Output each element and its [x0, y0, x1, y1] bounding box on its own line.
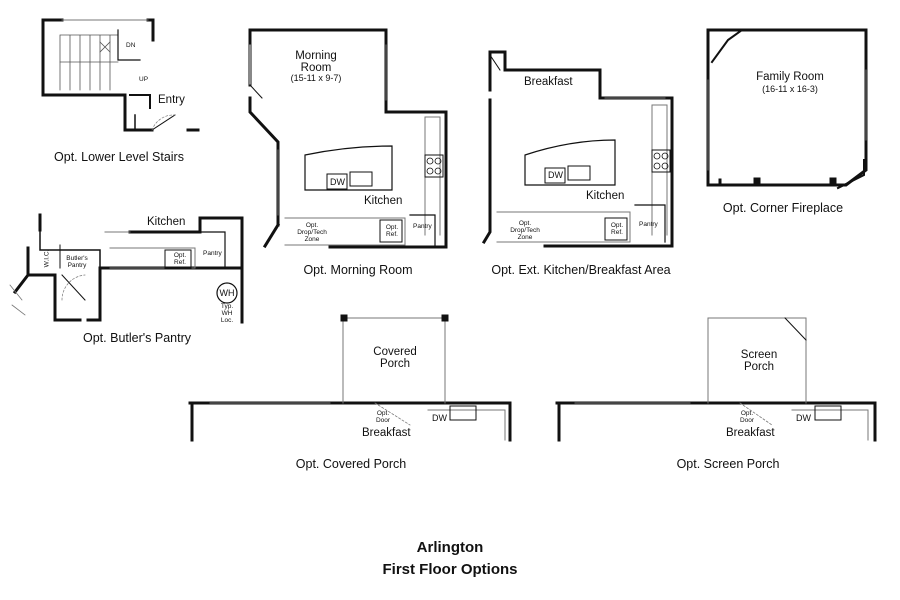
fireplace-plan — [706, 28, 868, 190]
plan-name: Arlington — [416, 539, 484, 556]
room-label-morning-l2: Room — [300, 62, 332, 74]
ref-label-butlers: Opt. Ref. — [173, 252, 187, 266]
stairs-dn-label: DN — [126, 42, 136, 49]
sheet-title: First Floor Options — [382, 561, 518, 578]
pantry-label-butlers: Pantry — [203, 250, 222, 257]
morning-room-dims: (15-11 x 9-7) — [290, 73, 342, 83]
typ-wh-label: Typ. WH Loc. — [220, 303, 234, 324]
porch-label-covered-l2: Porch — [379, 358, 411, 370]
ref-label-ext: Opt. Ref. — [610, 222, 624, 236]
room-label-breakfast-ext: Breakfast — [524, 76, 573, 88]
stairs-up-label: UP — [139, 76, 149, 83]
ext-kitchen-plan — [481, 50, 674, 248]
wh-label: WH — [219, 288, 235, 298]
porch-label-screen: Screen — [740, 349, 778, 361]
door-label-covered: Opt. Door — [375, 410, 391, 424]
covered-porch-plan — [188, 314, 512, 442]
room-label-breakfast-covered: Breakfast — [362, 427, 411, 439]
room-label-morning: Morning — [295, 50, 337, 62]
caption-butlers-pantry: Opt. Butler's Pantry — [83, 331, 191, 345]
screen-porch-plan — [555, 317, 877, 442]
lower-stairs-plan — [41, 18, 200, 132]
morning-room-plan — [248, 28, 448, 249]
room-label-kitchen-morning: Kitchen — [364, 195, 403, 207]
dw-label-screen: DW — [796, 413, 811, 423]
dw-label-ext: DW — [548, 170, 563, 180]
dw-label-covered: DW — [432, 413, 447, 423]
pantry-label-ext: Pantry — [639, 221, 658, 228]
room-label-kitchen-butlers: Kitchen — [147, 216, 186, 228]
porch-label-screen-l2: Porch — [743, 361, 775, 373]
room-label-entry: Entry — [158, 94, 185, 106]
caption-covered-porch: Opt. Covered Porch — [295, 457, 407, 471]
pantry-label-morning: Pantry — [413, 223, 432, 230]
porch-label-covered: Covered — [373, 346, 417, 358]
caption-ext-kitchen: Opt. Ext. Kitchen/Breakfast Area — [491, 263, 671, 277]
caption-morning-room: Opt. Morning Room — [303, 263, 413, 277]
dw-label-morning: DW — [330, 177, 345, 187]
room-label-breakfast-screen: Breakfast — [726, 427, 775, 439]
drop-tech-label-ext: Opt. Drop/Tech Zone — [510, 220, 540, 241]
room-label-kitchen-ext: Kitchen — [586, 190, 625, 202]
butlers-pantry-label: Butler's Pantry — [66, 255, 88, 269]
caption-lower-stairs: Opt. Lower Level Stairs — [54, 150, 184, 164]
drop-tech-label-morning: Opt. Drop/Tech Zone — [297, 222, 327, 243]
butlers-pantry-plan — [9, 213, 244, 324]
caption-fireplace: Opt. Corner Fireplace — [722, 201, 844, 215]
door-label-screen: Opt. Door — [739, 410, 755, 424]
caption-screen-porch: Opt. Screen Porch — [676, 457, 780, 471]
wic-label: W.I.C. — [43, 249, 51, 268]
ref-label-morning: Opt. Ref. — [385, 224, 399, 238]
room-label-family: Family Room — [756, 71, 824, 83]
family-room-dims: (16-11 x 16-3) — [762, 84, 818, 94]
